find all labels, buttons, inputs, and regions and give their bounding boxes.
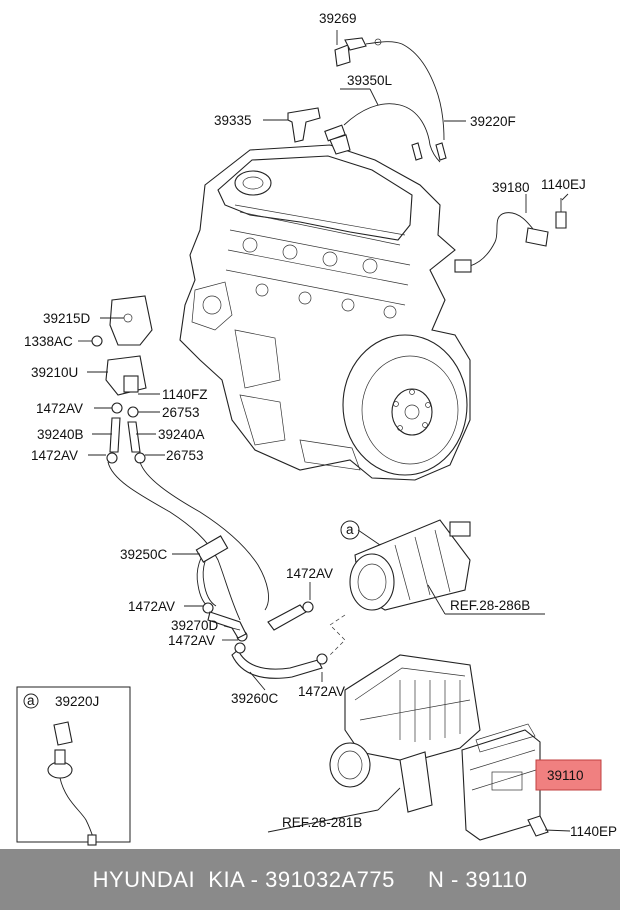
label-39269: 39269	[319, 11, 357, 26]
crankshaft-sensor	[454, 198, 567, 273]
label-26753-1: 26753	[162, 405, 200, 420]
label-1140EJ: 1140EJ	[541, 177, 586, 192]
label-1472AV-6: 1472AV	[298, 684, 345, 699]
label-39260C: 39260C	[231, 691, 279, 706]
ecu-module	[461, 723, 549, 841]
label-39110: 39110	[547, 768, 584, 783]
footer-caption: HYUNDAI KIA - 391032A775 N - 39110	[0, 849, 620, 910]
label-1472AV-4: 1472AV	[128, 599, 175, 614]
label-1472AV-5: 1472AV	[168, 633, 215, 648]
inset-box	[16, 686, 131, 846]
air-cleaner	[329, 654, 481, 813]
label-1472AV-2: 1472AV	[31, 448, 78, 463]
leader-lines	[78, 30, 571, 833]
ref-28-281B: REF.28-281B	[282, 815, 362, 830]
label-1472AV-3: 1472AV	[286, 566, 333, 581]
label-1338AC: 1338AC	[24, 334, 73, 349]
oxygen-sensor-upper	[287, 37, 447, 163]
label-26753-2: 26753	[166, 448, 204, 463]
label-39270D: 39270D	[171, 618, 219, 633]
label-39335: 39335	[214, 113, 252, 128]
label-39240B: 39240B	[37, 427, 84, 442]
label-39220J: 39220J	[55, 694, 99, 709]
label-39215D: 39215D	[43, 311, 91, 326]
label-1140EP: 1140EP	[570, 824, 617, 839]
label-39210U: 39210U	[31, 365, 78, 380]
vacuum-bracket-assembly	[91, 295, 153, 418]
vacuum-hoses-lower	[207, 601, 328, 679]
ref-28-286B: REF.28-286B	[450, 598, 530, 613]
label-39240A: 39240A	[158, 427, 205, 442]
label-39220F: 39220F	[470, 114, 516, 129]
label-1140FZ: 1140FZ	[162, 387, 208, 402]
label-39180: 39180	[492, 180, 530, 195]
engine-block	[179, 144, 471, 481]
inset-marker-a: a	[27, 693, 35, 708]
canister	[329, 519, 471, 656]
callout-a: a	[346, 522, 354, 537]
vacuum-hoses-upper	[106, 417, 146, 464]
highlight-box	[535, 759, 602, 791]
label-1472AV-1: 1472AV	[36, 401, 83, 416]
label-39250C: 39250C	[120, 547, 168, 562]
label-39350L: 39350L	[347, 73, 393, 88]
callout-circle	[340, 520, 360, 540]
